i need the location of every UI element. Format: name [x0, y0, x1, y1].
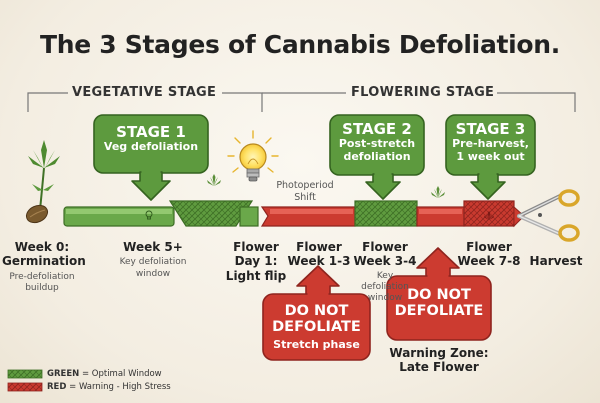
week5-note2: window — [135, 268, 171, 279]
stage2-title: STAGE 2 — [342, 120, 412, 138]
veg-bar-highlight — [66, 209, 172, 214]
warning2-line1: DO NOT — [407, 287, 471, 303]
page-title: The 3 Stages of Cannabis Defoliation. — [39, 30, 561, 59]
flower-w34-line2: Week 3-4 — [353, 254, 417, 269]
stage3-callout: STAGE 3 Pre-harvest, 1 week out — [446, 120, 535, 164]
stage3-title: STAGE 3 — [455, 120, 526, 138]
warning1-callout-shape — [262, 265, 371, 361]
harvest-label: Harvest — [529, 254, 583, 268]
warning2-callout: DO NOT DEFOLIATE — [387, 287, 491, 319]
stage3-line1: Pre-harvest, — [452, 137, 529, 151]
warning2-line2: DEFOLIATE — [394, 303, 484, 320]
week0-note1: Pre-defoliation — [9, 271, 75, 282]
warning2-sub2: Late Flower — [399, 360, 479, 375]
flower-w13-line2: Week 1-3 — [287, 254, 351, 269]
stage1-title: STAGE 1 — [116, 123, 186, 141]
legend-red: RED = Warning - High Stress — [47, 382, 171, 392]
leaf-icon-flower — [431, 186, 445, 198]
photoperiod-note: Photoperiod Shift — [274, 180, 336, 204]
seedling-icon — [25, 140, 60, 224]
flower-day1-line1: Flower — [233, 240, 279, 254]
stretch-bar-highlight — [270, 209, 353, 214]
stage2-line1: Post-stretch — [338, 137, 416, 151]
stage1-window-segment — [168, 200, 254, 227]
scissors-icon — [517, 189, 580, 242]
legend-red-key: RED — [47, 382, 67, 392]
milestone-harvest: Harvest — [526, 254, 586, 268]
flower-day1-line2: Day 1: — [234, 254, 278, 269]
warning1-line1: DO NOT — [284, 303, 349, 319]
stage1-callout: STAGE 1 Veg defoliation — [94, 123, 208, 154]
week0-note2: buildup — [25, 283, 59, 294]
stage2-line2: defoliation — [343, 149, 411, 163]
stage1-subtitle: Veg defoliation — [103, 140, 199, 154]
week0-line1: Week 0: — [14, 240, 70, 254]
warning2-sub1: Warning Zone: — [389, 346, 489, 360]
legend-green: GREEN = Optimal Window — [47, 369, 162, 379]
warning2-callout-shape — [386, 247, 492, 341]
stage2-callout-shape — [329, 114, 425, 200]
section-bracket-lines — [27, 92, 576, 112]
milestone-flower-w34: Flower Week 3-4 Key defoliation window — [352, 240, 418, 305]
stage3-callout-shape — [445, 114, 536, 200]
photoperiod-line2: Shift — [294, 191, 316, 203]
flower-w34-note2: window — [367, 293, 403, 304]
small-bulb-icon — [145, 210, 153, 220]
flower-w78-line1: Flower — [466, 240, 512, 254]
flower-w34-note1: Key defoliation — [361, 270, 409, 293]
stage3-line2: 1 week out — [456, 149, 525, 163]
stage2-window-segment — [354, 200, 418, 227]
section-flowering: FLOWERING STAGE — [351, 85, 495, 100]
leaf-icon-veg — [207, 174, 221, 186]
warning1-line2: DEFOLIATE — [272, 319, 361, 336]
flower-day1-line3: Light flip — [225, 268, 287, 283]
milestone-week5: Week 5+ Key defoliation window — [111, 240, 195, 280]
flower-w78-line2: Week 7-8 — [457, 254, 521, 269]
veg-bar-tail — [239, 206, 259, 227]
milestone-flower-w78: Flower Week 7-8 — [456, 240, 522, 269]
flower-w34-line1: Flower — [362, 240, 408, 254]
leaf-icon-stage3 — [484, 211, 494, 220]
week5-line1: Week 5+ — [123, 240, 183, 254]
milestone-flower-day1: Flower Day 1: Light flip — [225, 240, 287, 283]
section-vegetative: VEGETATIVE STAGE — [72, 85, 217, 100]
legend-green-key: GREEN — [47, 369, 80, 379]
legend-green-text: = Optimal Window — [79, 369, 162, 379]
milestone-week0: Week 0: Germination Pre-defoliation buil… — [2, 240, 86, 294]
timeline-bar — [63, 200, 525, 228]
warning1-sub: Stretch phase — [273, 338, 360, 352]
week5-note1: Key defoliation — [119, 257, 187, 268]
warning1-callout: DO NOT DEFOLIATE Stretch phase — [263, 303, 370, 351]
stage1-callout-shape — [93, 114, 209, 201]
legend-red-text: = Warning - High Stress — [66, 382, 171, 392]
milestone-flower-w13: Flower Week 1-3 — [286, 240, 352, 269]
light-bulb-icon — [227, 130, 279, 182]
flower-w13-line1: Flower — [296, 240, 342, 254]
week0-line2: Germination — [2, 254, 86, 269]
legend-green-swatch — [7, 369, 43, 379]
legend-red-swatch — [7, 382, 43, 392]
warning2-sub: Warning Zone: Late Flower — [382, 346, 496, 375]
stage2-callout: STAGE 2 Post-stretch defoliation — [330, 120, 424, 164]
late-flower-bar-highlight — [419, 209, 462, 214]
photoperiod-line1: Photoperiod — [276, 180, 334, 191]
